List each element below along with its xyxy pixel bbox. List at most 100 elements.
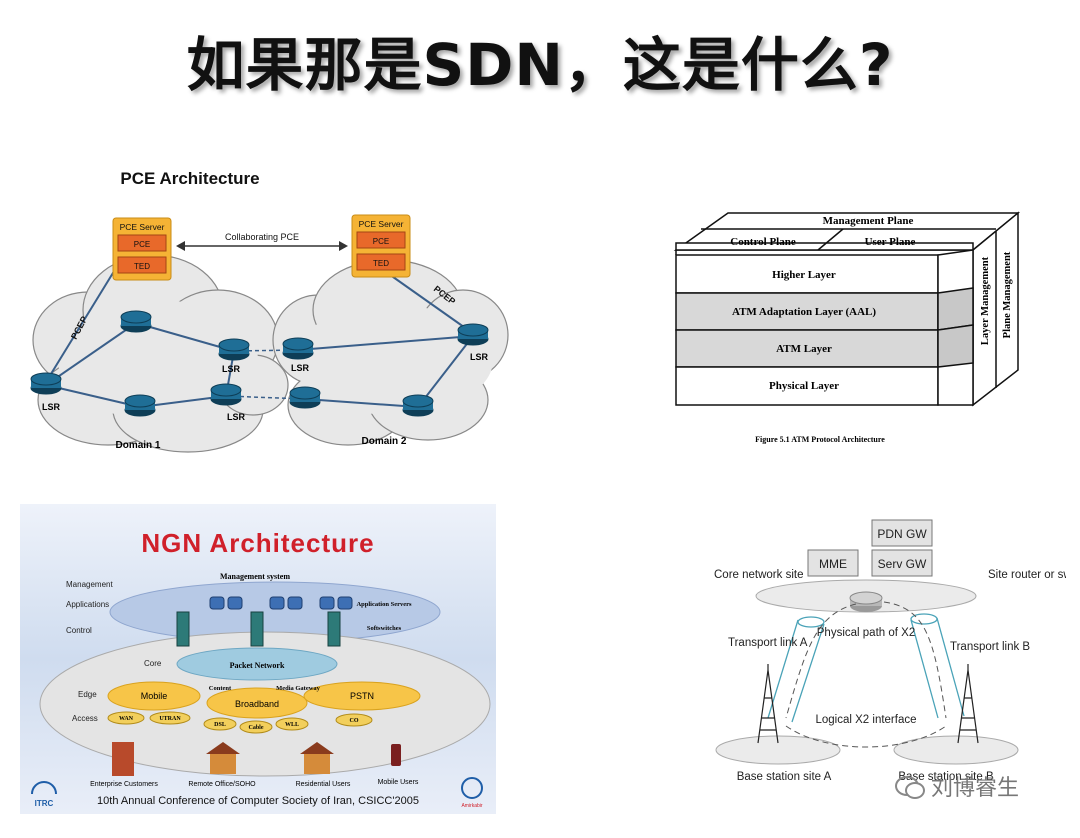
lsr-label: LSR — [291, 363, 310, 373]
core-side-label: Core — [144, 659, 162, 668]
pce-server-left: PCE Server PCE TED — [112, 217, 172, 281]
wan-label: WAN — [119, 716, 134, 722]
router-icon — [210, 383, 242, 406]
router-icon — [282, 337, 314, 360]
customer-icons — [112, 742, 401, 776]
site-router-icon — [849, 591, 883, 612]
domain2-cloud — [272, 259, 509, 446]
lsr-label: LSR — [222, 364, 241, 374]
site-router-label: Site router or switch — [988, 569, 1066, 581]
atm-layer-label: ATM Layer — [776, 343, 832, 355]
itrc-logo: ITRC — [35, 799, 54, 808]
domain2-label: Domain 2 — [361, 436, 406, 447]
broadband-ellipse — [206, 687, 308, 719]
router-icon — [402, 394, 434, 417]
pce-architecture-diagram: PCE Architecture PCEP PCEP — [30, 169, 509, 453]
control-plane-label: Control Plane — [730, 236, 796, 248]
edge-side-label: Edge — [78, 690, 97, 699]
x2-paths — [785, 601, 947, 748]
management-side-label: Management — [66, 580, 113, 589]
database-icons — [209, 596, 353, 610]
physical-layer-row — [675, 366, 939, 406]
x2-transport-diagram: PDN GW MME Serv GW Core network site Sit… — [714, 519, 1066, 783]
access-nodes — [107, 711, 373, 734]
base-a-label: Base station site A — [737, 771, 832, 783]
mobile-phone-icon — [391, 744, 401, 766]
serv-gw-box — [871, 549, 933, 577]
router-icon — [457, 323, 489, 346]
applications-side-label: Applications — [66, 600, 109, 609]
control-side-label: Control — [66, 626, 92, 635]
user-plane-label: User Plane — [865, 236, 916, 248]
cable-label: Cable — [249, 725, 264, 731]
itrc-logo-icon — [31, 781, 57, 795]
aal-layer-label: ATM Adaptation Layer (AAL) — [732, 306, 876, 318]
remote-office-label: Remote Office/SOHO — [188, 781, 256, 788]
transport-b-label: Transport link B — [950, 641, 1030, 653]
lsr-label: LSR — [42, 402, 61, 412]
server-icons — [176, 611, 341, 647]
dsl-label: DSL — [214, 722, 226, 728]
pstn-label: PSTN — [350, 691, 374, 701]
pce-title: PCE Architecture — [120, 169, 259, 188]
ted-label: TED — [373, 259, 389, 268]
tower-b-icon — [957, 664, 979, 744]
router-icon — [289, 386, 321, 409]
pce-label: PCE — [373, 237, 389, 246]
domain1-label: Domain 1 — [115, 440, 160, 451]
tower-a-icon — [757, 664, 779, 744]
amirkabir-logo: Amirkabir — [461, 803, 482, 809]
amirkabir-logo-icon — [461, 777, 483, 799]
router-icon — [120, 310, 152, 333]
router-icons — [30, 310, 489, 417]
pce-server-right: PCE Server PCE TED — [351, 214, 411, 278]
pdn-gw-label: PDN GW — [877, 527, 927, 541]
ngn-footer: 10th Annual Conference of Computer Socie… — [97, 795, 419, 807]
broadband-label: Broadband — [235, 699, 279, 709]
enterprise-building-icon — [112, 742, 134, 776]
watermark-text: 刘博睿生 — [931, 776, 1020, 801]
pstn-ellipse — [303, 681, 421, 711]
ngn-title: NGN Architecture — [141, 528, 374, 558]
pce-server-label: PCE Server — [359, 219, 404, 229]
atm-caption: Figure 5.1 ATM Protocol Architecture — [755, 435, 885, 444]
base-site-a-ellipse — [715, 735, 841, 765]
residential-house-icon — [304, 754, 330, 774]
pce-server-label: PCE Server — [120, 222, 165, 232]
base-b-label: Base station site B — [898, 771, 994, 783]
access-side-label: Access — [72, 714, 98, 723]
lsr-label: LSR — [470, 352, 489, 362]
mobile-users-label: Mobile Users — [378, 779, 419, 786]
logical-x2-label: Logical X2 interface — [815, 714, 916, 726]
watermark: 刘博睿生 — [895, 770, 1019, 802]
pcep-links — [45, 267, 472, 383]
domain1-cloud — [32, 254, 289, 453]
pce-label: PCE — [134, 240, 150, 249]
enterprise-label: Enterprise Customers — [90, 781, 158, 788]
mme-box — [807, 549, 859, 577]
utran-label: UTRAN — [159, 716, 181, 722]
page-title: 如果那是SDN，这是什么? — [186, 31, 894, 99]
mme-label: MME — [819, 557, 847, 571]
wechat-icon — [895, 774, 925, 799]
softswitches-label: Softswitches — [367, 625, 402, 632]
residential-label: Residential Users — [296, 781, 351, 788]
management-system-label: Management system — [220, 572, 290, 581]
transport-tubes — [767, 613, 965, 723]
physical-path-label: Physical path of X2 — [817, 627, 915, 639]
content-label: Content — [209, 685, 232, 692]
transport-a-label: Transport link A — [728, 637, 808, 649]
plane-management-label: Plane Management — [1002, 251, 1013, 338]
lsr-label: LSR — [227, 412, 246, 422]
packet-network — [176, 647, 338, 681]
base-site-b-ellipse — [893, 735, 1019, 765]
router-icon — [124, 394, 156, 417]
planes-top-face — [675, 242, 974, 251]
router-icon — [218, 338, 250, 361]
application-servers-label: Application Servers — [356, 601, 412, 608]
management-plane-label: Management Plane — [823, 215, 914, 227]
collaborating-pce-label: Collaborating PCE — [225, 232, 299, 242]
higher-layer-label: Higher Layer — [772, 269, 836, 281]
mobile-label: Mobile — [141, 691, 168, 701]
soho-house-icon — [210, 754, 236, 774]
